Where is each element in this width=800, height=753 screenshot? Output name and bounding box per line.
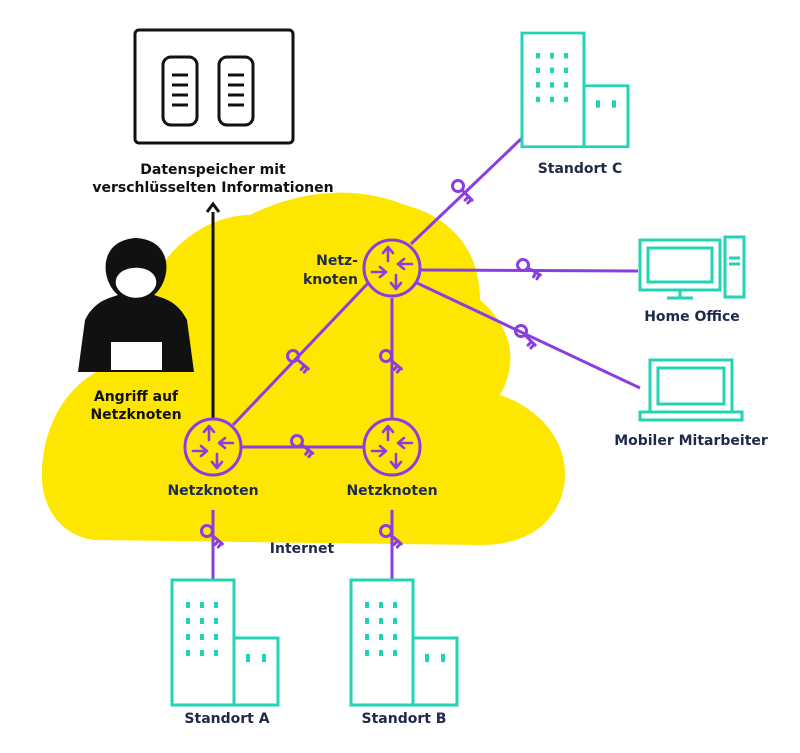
router-icon	[362, 417, 422, 477]
site-b-label: Standort B	[362, 711, 447, 727]
key-icon	[448, 176, 478, 206]
site-a-label: Standort A	[184, 711, 269, 727]
storage-label-line1: Datenspeicher mit	[140, 162, 286, 178]
building-icon	[520, 31, 630, 149]
node-top-label-line2: knoten	[303, 272, 358, 288]
desktop-computer-icon	[638, 235, 746, 300]
router-icon	[362, 238, 422, 298]
home-office-label: Home Office	[644, 309, 740, 325]
attack-arrow	[205, 201, 221, 420]
building-icon	[349, 578, 459, 707]
internet-label: Internet	[270, 541, 335, 557]
site-c-label: Standort C	[538, 161, 623, 177]
mobile-worker-label: Mobiler Mitarbeiter	[614, 433, 768, 449]
router-icon	[183, 417, 243, 477]
key-icon	[513, 255, 545, 282]
laptop-icon	[638, 358, 744, 422]
attack-label-line2: Netzknoten	[90, 407, 181, 423]
node-right-label: Netzknoten	[346, 483, 437, 499]
attack-label-line1: Angriff auf	[94, 389, 179, 405]
building-icon	[170, 578, 280, 707]
storage-label-line2: verschlüsselten Informationen	[92, 180, 333, 196]
server-icon	[133, 28, 295, 145]
hacker-icon	[78, 238, 194, 372]
key-icon	[511, 321, 541, 351]
node-left-label: Netzknoten	[167, 483, 258, 499]
node-top-label-line1: Netz-	[316, 253, 358, 269]
